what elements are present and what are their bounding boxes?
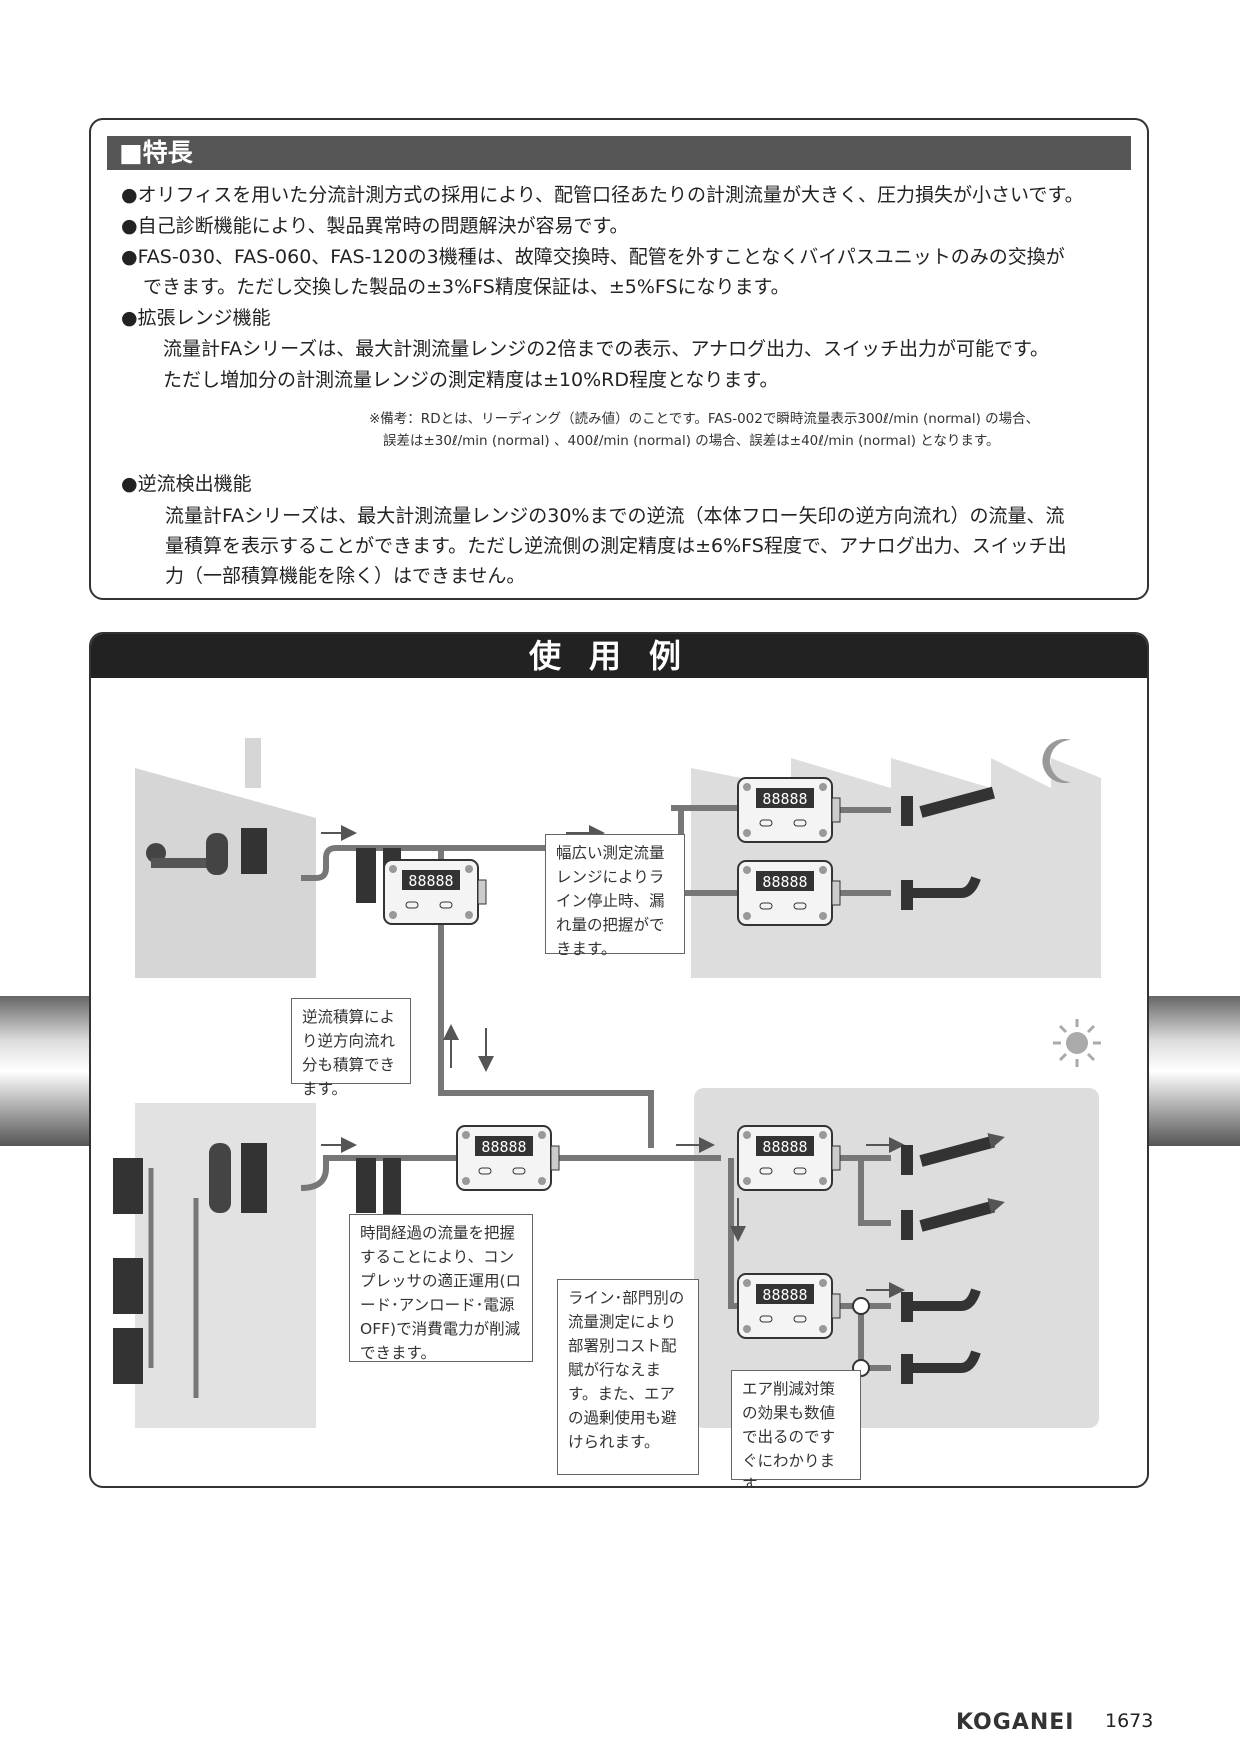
usage-box: 使用例 xyxy=(89,632,1149,1488)
feature-line: ●自己診断機能により、製品異常時の問題解決が容易です。 xyxy=(121,215,629,237)
flow-meter xyxy=(383,859,487,925)
decor-pipe-left xyxy=(0,996,91,1146)
stroke-arrows xyxy=(960,1133,1005,1214)
compressor-top xyxy=(146,828,267,875)
flow-meter xyxy=(737,1273,841,1339)
feature-line: 流量計FAシリーズは、最大計測流量レンジの2倍までの表示、アナログ出力、スイッチ… xyxy=(163,338,1050,360)
sun-icon xyxy=(1053,1019,1101,1067)
feature-line: 力（一部積算機能を除く）はできません。 xyxy=(165,565,526,587)
note-line: 誤差は±30ℓ/min (normal) 、400ℓ/min (normal) … xyxy=(383,433,1000,449)
stack-pipe xyxy=(148,1168,199,1398)
feature-line: ●拡張レンジ機能 xyxy=(121,307,271,329)
meter-display: 88888 xyxy=(408,872,453,890)
flow-meter xyxy=(737,860,841,926)
feature-line: ●FAS-030、FAS-060、FAS-120の3機種は、故障交換時、配管を外… xyxy=(121,246,1065,268)
feature-line: 流量計FAシリーズは、最大計測流量レンジの30%までの逆流（本体フロー矢印の逆方… xyxy=(165,505,1065,527)
flow-meter xyxy=(456,1125,560,1191)
moon-icon xyxy=(1042,739,1071,783)
meter-display: 88888 xyxy=(762,1286,807,1304)
feature-line: ●オリフィスを用いた分流計測方式の採用により、配管口径あたりの計測流量が大きく、… xyxy=(121,184,1084,206)
usage-heading: 使用例 xyxy=(91,634,1147,678)
footer-page-number: 1673 xyxy=(1105,1710,1154,1732)
building-bottom-left xyxy=(135,1103,316,1428)
meter-display: 88888 xyxy=(762,790,807,808)
feature-line: できます。ただし交換した製品の±3%FS精度保証は、±5%FSになります。 xyxy=(143,276,790,298)
features-heading: ■特長 xyxy=(107,136,1131,170)
note-line: ※備考：RDとは、リーディング（読み値）のことです。FAS-002で瞬時流量表示… xyxy=(369,411,1040,427)
gauge-icon xyxy=(852,1297,870,1315)
callout-leak: 幅広い測定流量レンジによりライン停止時、漏れ量の把握ができます。 xyxy=(545,834,685,958)
feature-line: ●逆流検出機能 xyxy=(121,473,252,495)
decor-pipe-right xyxy=(1148,996,1240,1146)
compressor-bank-bottom xyxy=(113,1143,267,1384)
feature-line: 量積算を表示することができます。ただし逆流側の測定精度は±6%FS程度で、アナロ… xyxy=(165,535,1067,557)
meter-display: 88888 xyxy=(762,1138,807,1156)
flow-arrows xyxy=(321,825,905,1298)
footer-brand: KOGANEI xyxy=(956,1710,1075,1735)
callout-cost: ライン･部門別の流量測定により部署別コスト配賦が行なえます。また、エアの過剰使用… xyxy=(557,1279,699,1475)
meter-display: 88888 xyxy=(762,873,807,891)
building-top-left xyxy=(135,738,316,978)
feature-line: ただし増加分の計測流量レンジの測定精度は±10%RD程度となります。 xyxy=(163,369,779,391)
filter-regulator-bottom xyxy=(356,1158,401,1223)
flow-meter xyxy=(737,777,841,843)
features-box: ■特長 ●オリフィスを用いた分流計測方式の採用により、配管口径あたりの計測流量が… xyxy=(89,118,1149,600)
callout-compressor: 時間経過の流量を把握することにより、コンプレッサの適正運用(ロード･アンロード･… xyxy=(349,1214,533,1362)
meter-display: 88888 xyxy=(481,1138,526,1156)
callout-effect: エア削減対策の効果も数値で出るのですぐにわかります。 xyxy=(731,1370,861,1486)
callout-reverse-flow: 逆流積算により逆方向流れ分も積算できます。 xyxy=(291,998,411,1098)
flow-meter xyxy=(737,1125,841,1191)
